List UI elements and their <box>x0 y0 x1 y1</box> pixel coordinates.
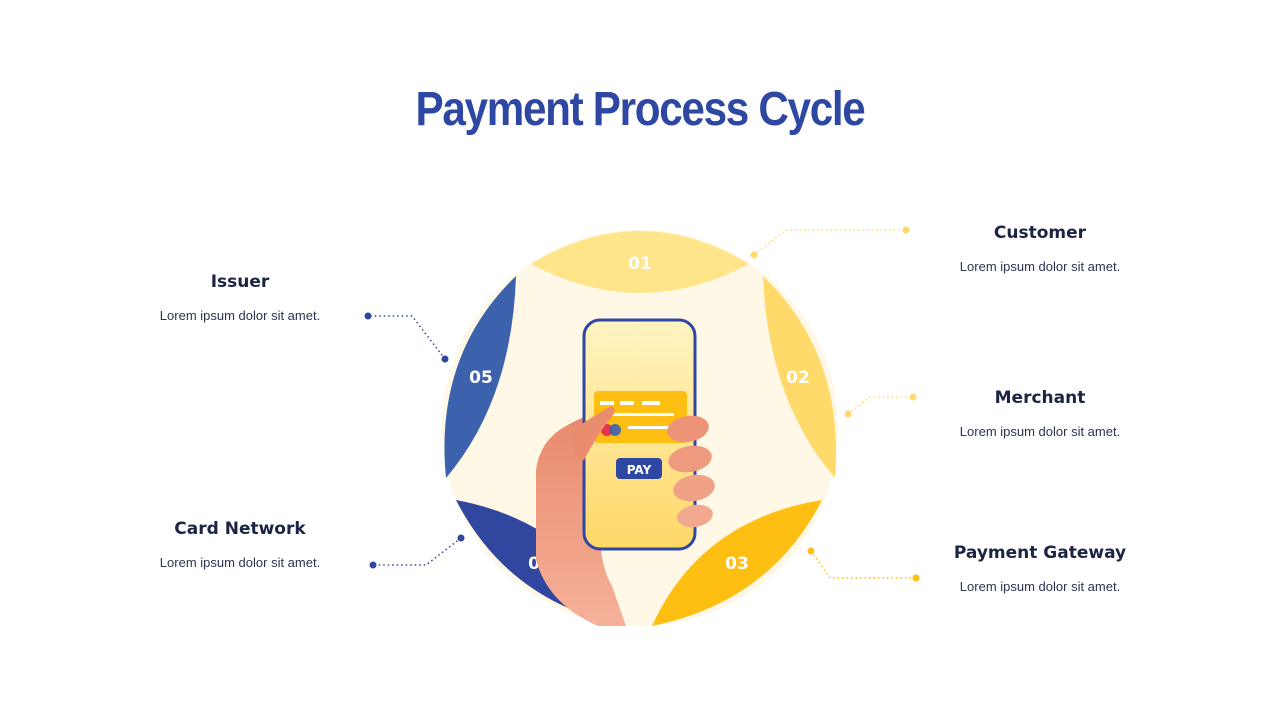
segment-01 <box>531 231 749 293</box>
phone-illustration: PAY <box>582 318 697 551</box>
pay-button-label: PAY <box>627 463 652 477</box>
step-gateway: Payment Gateway Lorem ipsum dolor sit am… <box>920 543 1160 594</box>
connector-customer <box>753 229 906 256</box>
step-merchant-desc: Lorem ipsum dolor sit amet. <box>959 424 1121 439</box>
step-customer-title: Customer <box>993 223 1087 243</box>
step-customer: Customer Lorem ipsum dolor sit amet. <box>920 223 1160 274</box>
step-gateway-title: Payment Gateway <box>953 543 1127 563</box>
segment-03-number: 03 <box>725 554 749 574</box>
pay-button <box>616 458 662 479</box>
step-issuer: Issuer Lorem ipsum dolor sit amet. <box>120 272 360 323</box>
finger-3 <box>673 474 715 502</box>
segment-02-number: 02 <box>786 368 810 388</box>
step-merchant: Merchant Lorem ipsum dolor sit amet. <box>920 388 1160 439</box>
finger-1 <box>667 415 709 443</box>
connector-issuer <box>368 315 446 360</box>
segment-05 <box>444 276 516 478</box>
segment-01-number: 01 <box>628 254 652 274</box>
step-issuer-desc: Lorem ipsum dolor sit amet. <box>159 308 321 323</box>
step-issuer-title: Issuer <box>210 272 270 292</box>
segment-02 <box>763 276 837 478</box>
step-network: Card Network Lorem ipsum dolor sit amet. <box>120 519 360 570</box>
step-network-desc: Lorem ipsum dolor sit amet. <box>159 555 321 570</box>
hand-illustration <box>536 410 626 626</box>
connector-network <box>373 537 462 566</box>
finger-4 <box>677 504 713 528</box>
step-network-title: Card Network <box>174 519 306 539</box>
finger-2 <box>668 445 712 473</box>
page-title: Payment Process Cycle <box>415 83 866 136</box>
connector-gateway <box>810 550 916 579</box>
step-merchant-title: Merchant <box>994 388 1086 408</box>
step-customer-desc: Lorem ipsum dolor sit amet. <box>959 259 1121 274</box>
segment-03 <box>652 500 822 626</box>
thumb-illustration <box>570 406 615 461</box>
step-gateway-desc: Lorem ipsum dolor sit amet. <box>959 579 1121 594</box>
connector-merchant <box>847 396 913 415</box>
segment-05-number: 05 <box>469 368 493 388</box>
